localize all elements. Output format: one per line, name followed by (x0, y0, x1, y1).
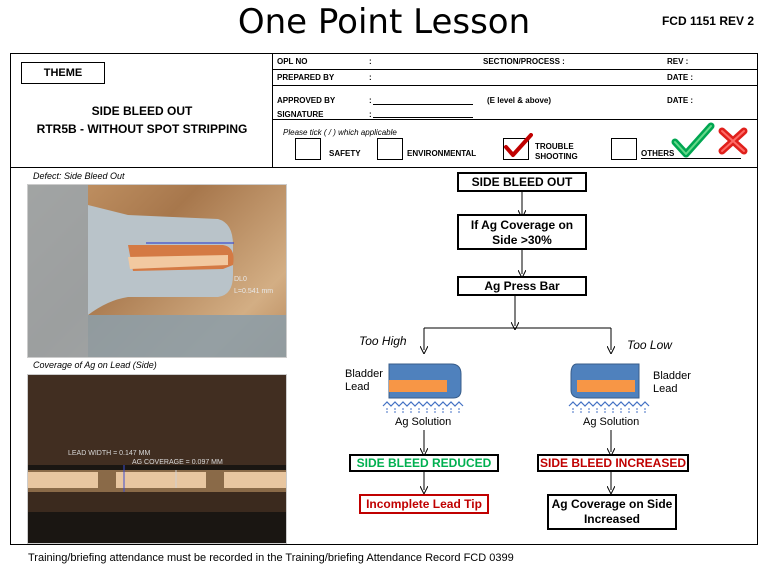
info-panel: OPL NO : SECTION/PROCESS : REV : PREPARE… (273, 54, 757, 168)
theme-title-line1: SIDE BLEED OUT (91, 104, 193, 118)
left-bladder-label: Bladder Lead (345, 368, 383, 394)
prepared-colon: : (369, 73, 372, 82)
top-annotation-1: DL0 (234, 276, 247, 283)
right-solution-label: Ag Solution (583, 416, 640, 428)
right-bladder-diagram (568, 363, 650, 414)
opl-no-label: OPL NO (277, 57, 308, 66)
others-checkbox[interactable] (611, 138, 637, 160)
trouble-line2: SHOOTING (535, 152, 578, 161)
trouble-line1: TROUBLE (535, 142, 574, 151)
theme-label: THEME (21, 62, 105, 84)
tick-instruction: Please tick ( / ) which applicable (283, 128, 397, 137)
right-effect-line1: Ag Coverage on Side (551, 497, 673, 511)
lesson-frame: THEME SIDE BLEED OUT RTR5B - WITHOUT SPO… (10, 53, 758, 545)
signature-colon: : (369, 110, 372, 119)
bottom-annotation-2: AG COVERAGE = 0.097 MM (132, 459, 223, 466)
step2-line1: If Ag Coverage on (470, 218, 574, 232)
too-high-label: Too High (359, 334, 407, 348)
step-ag-press-bar: Ag Press Bar (457, 276, 587, 296)
side-bleed-increased-box: SIDE BLEED INCREASED (537, 454, 689, 472)
ag-coverage-increased-box: Ag Coverage on Side Increased (547, 494, 677, 530)
theme-title: SIDE BLEED OUT RTR5B - WITHOUT SPOT STRI… (11, 102, 273, 138)
defect-photo: DL0 L=0.541 mm (27, 184, 287, 358)
coverage-photo-drawing: LEAD WIDTH = 0.147 MM AG COVERAGE = 0.09… (28, 375, 286, 512)
right-effect-line2: Increased (583, 512, 641, 526)
safety-checkbox[interactable] (295, 138, 321, 160)
footer-note: Training/briefing attendance must be rec… (28, 552, 514, 564)
step2-line2: Side >30% (492, 233, 552, 247)
approved-colon: : (369, 96, 372, 105)
theme-panel: THEME SIDE BLEED OUT RTR5B - WITHOUT SPO… (11, 54, 273, 168)
top-annotation-2: L=0.541 mm (234, 288, 273, 295)
red-cross-icon (718, 127, 748, 155)
date-label-1: DATE : (667, 73, 694, 82)
signature-label: SIGNATURE (277, 110, 324, 119)
environmental-label: ENVIRONMENTAL (407, 149, 477, 158)
right-bladder-line2: Lead (653, 383, 678, 395)
incomplete-lead-tip-box: Incomplete Lead Tip (359, 494, 489, 514)
date-label-2: DATE : (667, 96, 694, 105)
defect-photo-drawing: DL0 L=0.541 mm (28, 185, 286, 357)
row-prepared: PREPARED BY : DATE : (273, 70, 757, 86)
top-photo-caption: Defect: Side Bleed Out (33, 171, 125, 181)
bottom-photo-caption: Coverage of Ag on Lead (Side) (33, 360, 157, 370)
signature-line (373, 109, 473, 118)
step-side-bleed-out: SIDE BLEED OUT (457, 172, 587, 192)
page-title: One Point Lesson (237, 2, 531, 42)
step-ag-coverage: If Ag Coverage on Side >30% (457, 214, 587, 250)
section-label: SECTION/PROCESS : (483, 57, 565, 66)
side-bleed-reduced-box: SIDE BLEED REDUCED (349, 454, 499, 472)
document-reference: FCD 1151 REV 2 (661, 14, 754, 28)
environmental-checkbox[interactable] (377, 138, 403, 160)
check-mark-icon (504, 133, 533, 157)
green-check-icon (671, 122, 715, 158)
approved-by-label: APPROVED BY (277, 96, 336, 105)
e-level-note: (E level & above) (487, 96, 552, 105)
approved-line (373, 96, 473, 105)
trouble-shooting-checkbox[interactable] (503, 133, 533, 160)
theme-title-line2: RTR5B - WITHOUT SPOT STRIPPING (36, 122, 248, 136)
row-approved: APPROVED BY : (E level & above) DATE : S… (273, 86, 757, 120)
trouble-shooting-label: TROUBLE SHOOTING (535, 142, 578, 162)
safety-label: SAFETY (329, 149, 361, 158)
left-bladder-diagram (382, 363, 464, 414)
coverage-photo: LEAD WIDTH = 0.147 MM AG COVERAGE = 0.09… (27, 374, 287, 544)
prepared-by-label: PREPARED BY (277, 73, 335, 82)
row-opl: OPL NO : SECTION/PROCESS : REV : (273, 54, 757, 70)
too-low-label: Too Low (627, 338, 672, 352)
right-bladder-line1: Bladder (653, 370, 691, 382)
left-bladder-line1: Bladder (345, 368, 383, 380)
left-solution-label: Ag Solution (395, 416, 452, 428)
bottom-annotation-1: LEAD WIDTH = 0.147 MM (68, 450, 150, 457)
rev-label: REV : (667, 57, 689, 66)
others-label: OTHERS (641, 149, 741, 159)
right-bladder-label: Bladder Lead (653, 370, 691, 396)
left-bladder-line2: Lead (345, 381, 370, 393)
opl-no-colon: : (369, 57, 372, 66)
